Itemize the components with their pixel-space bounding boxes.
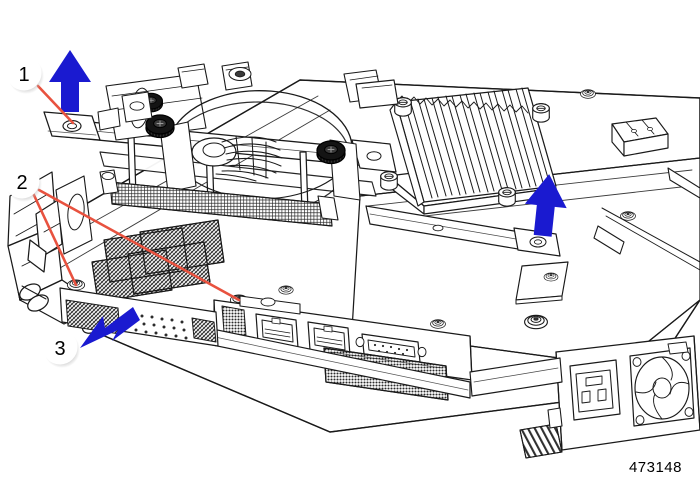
- connector-block: [611, 117, 669, 157]
- callout-3-number: 3: [54, 338, 65, 360]
- dimm-bank: [91, 181, 333, 303]
- thumbscrew-center: [316, 140, 346, 165]
- callout-3[interactable]: 3: [42, 329, 80, 368]
- leader-1: [36, 84, 75, 125]
- heatsink-screw-bl: [380, 171, 398, 191]
- dimm-retention: [99, 169, 339, 221]
- leader-2b: [37, 188, 241, 302]
- card-guide-rails: [593, 167, 700, 271]
- rj45-port-2: [307, 321, 351, 357]
- motion-arrows: [49, 50, 567, 348]
- front-board-edge: [59, 287, 219, 347]
- leader-2a: [31, 191, 78, 287]
- divider-sheet: [355, 79, 399, 109]
- power-inlet: [569, 359, 621, 421]
- callout-2[interactable]: 2: [4, 163, 42, 202]
- standoff-front-right: [524, 314, 548, 330]
- arrow-left-down: [80, 307, 140, 348]
- figure-number: 473148: [628, 459, 682, 476]
- callout-1[interactable]: 1: [6, 55, 44, 94]
- arrow-up-left: [49, 50, 91, 112]
- cpu-heatsink: [380, 87, 557, 215]
- upper-left-clips: [97, 91, 153, 131]
- standoff-die-adjacent: [543, 272, 559, 282]
- top-latch-group: [177, 61, 383, 103]
- standoff-front-left: [278, 285, 294, 295]
- leader-lines: [31, 84, 241, 302]
- heatsink-screw-br: [498, 187, 516, 207]
- standoff-top-right: [580, 89, 596, 99]
- chassis-assembly: [7, 61, 700, 459]
- cpu-die-pad: [515, 261, 569, 305]
- callout-2-number: 2: [16, 172, 27, 194]
- front-right-lip: [469, 357, 563, 397]
- arrow-up-right: [524, 174, 567, 237]
- rear-right-module: [555, 335, 700, 451]
- standoff-front-center: [430, 319, 446, 329]
- cable-bundle: [519, 407, 563, 459]
- callout-1-number: 1: [18, 64, 29, 86]
- heatsink-screw-tr: [532, 103, 550, 123]
- rear-fan: [629, 347, 695, 427]
- callouts: 1 2 3: [4, 55, 80, 368]
- rj45-port-1: [255, 313, 299, 349]
